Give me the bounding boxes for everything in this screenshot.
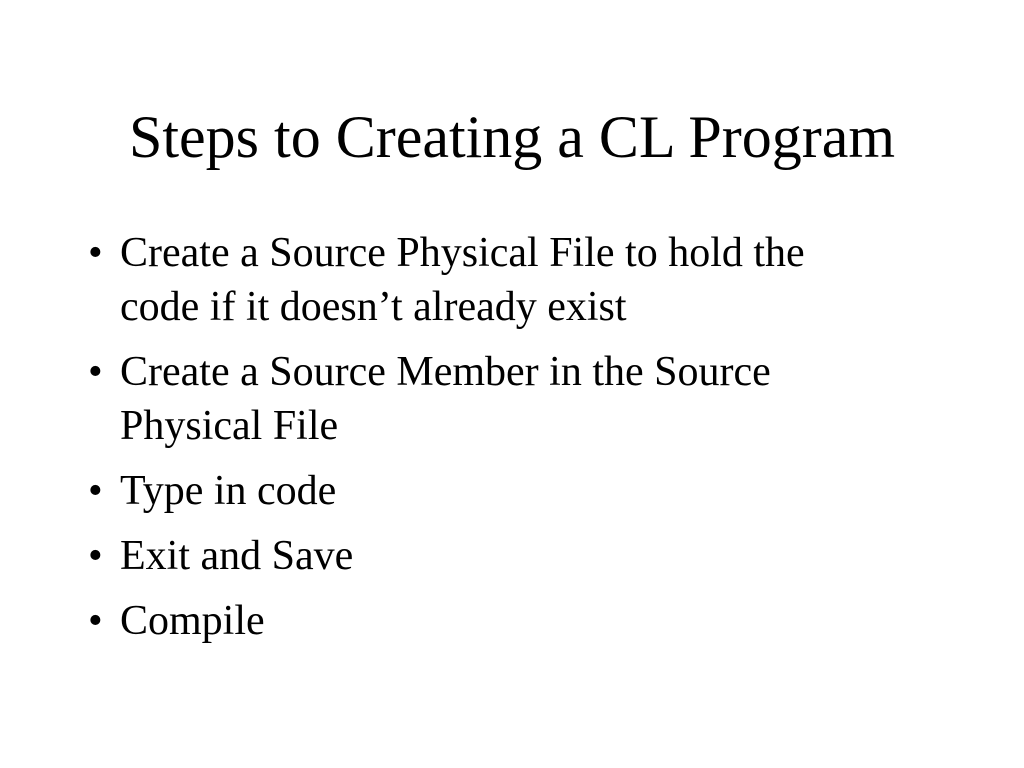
bullet-icon: • — [88, 468, 103, 514]
bullet-list: • Create a Source Physical File to hold … — [88, 226, 935, 659]
bullet-icon: • — [88, 349, 103, 395]
bullet-text: Exit and Save — [120, 533, 354, 579]
bullet-icon: • — [88, 230, 103, 276]
bullet-item: • Create a Source Member in the Source P… — [88, 345, 935, 453]
bullet-item: • Compile — [88, 594, 935, 648]
bullet-icon: • — [88, 598, 103, 644]
bullet-item: • Type in code — [88, 464, 935, 518]
bullet-text: Type in code — [120, 468, 337, 514]
slide-title: Steps to Creating a CL Program — [129, 104, 895, 170]
bullet-text: Compile — [120, 598, 265, 644]
bullet-item: • Create a Source Physical File to hold … — [88, 226, 935, 334]
bullet-item: • Exit and Save — [88, 529, 935, 583]
bullet-text: Create a Source Physical File to hold th… — [120, 230, 805, 330]
bullet-text: Create a Source Member in the Source Phy… — [120, 349, 771, 449]
bullet-icon: • — [88, 533, 103, 579]
